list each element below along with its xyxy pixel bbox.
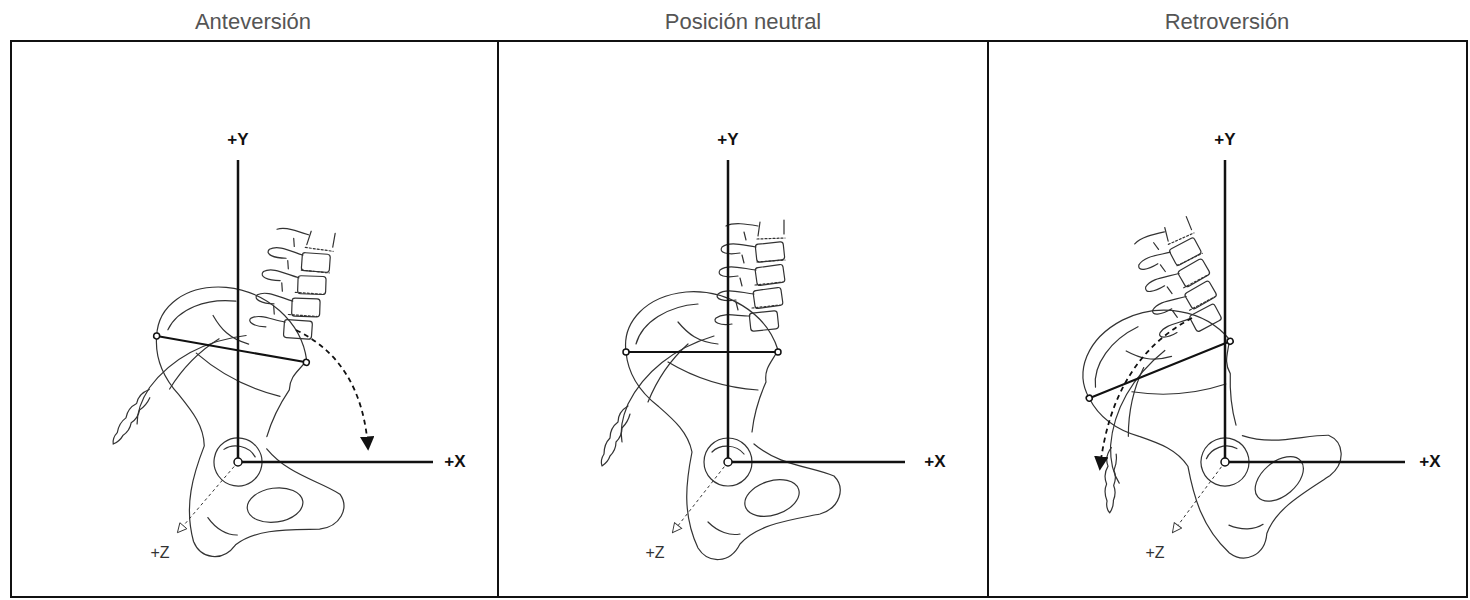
axis-label: +X (1419, 452, 1440, 472)
x-axis (238, 461, 433, 464)
z-axis (1173, 462, 1225, 532)
panel-title: Retroversión (1165, 9, 1290, 35)
pelvis-drawing (1017, 196, 1366, 600)
panel-title: Anteversión (195, 9, 311, 35)
panel-title: Posición neutral (665, 9, 822, 35)
pelvis-drawing (601, 220, 840, 560)
axis-label: +Y (227, 130, 248, 150)
axis-label: +Z (645, 544, 664, 562)
y-axis (727, 160, 730, 462)
y-axis (1224, 160, 1227, 462)
origin-dot (234, 458, 242, 466)
z-axis (673, 462, 728, 532)
origin-dot (1221, 458, 1229, 466)
rotation-arrow (1100, 318, 1192, 468)
axis-label: +X (924, 452, 945, 472)
axis-label: +Z (1145, 544, 1164, 562)
origin-dot (724, 458, 732, 466)
panel-frame: Anteversión+Y+X+Z (10, 40, 499, 598)
z-axis (178, 462, 238, 532)
axis-label: +Y (1214, 130, 1235, 150)
pelvis-drawing (96, 202, 390, 578)
y-axis (237, 160, 240, 462)
panel-frame: Posición neutral+Y+X+Z (497, 40, 989, 598)
axis-label: +Y (717, 130, 738, 150)
axis-label: +Z (150, 544, 169, 562)
x-axis (728, 461, 905, 464)
rotation-arrow (296, 330, 368, 448)
axis-label: +X (444, 452, 465, 472)
x-axis (1225, 461, 1405, 464)
panel-frame: Retroversión+Y+X+Z (987, 40, 1468, 598)
